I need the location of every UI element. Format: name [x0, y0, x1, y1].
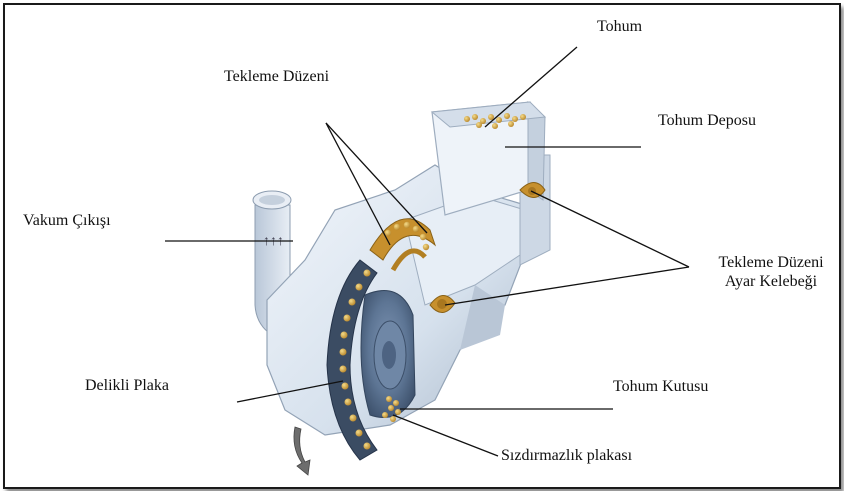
label-tohum: Tohum	[597, 17, 642, 36]
diagram-frame: ↑↑↑	[3, 3, 841, 489]
label-tohum-deposu: Tohum Deposu	[658, 111, 756, 130]
label-ayar-kelebegi: Tekleme Düzeni Ayar Kelebeği	[706, 253, 836, 291]
label-vakum-cikisi: Vakum Çıkışı	[23, 211, 111, 230]
label-ayar-kelebegi-line1: Tekleme Düzeni	[706, 253, 836, 272]
seed-meter-illustration: ↑↑↑	[5, 5, 839, 487]
label-tohum-kutusu: Tohum Kutusu	[613, 377, 708, 396]
label-delikli-plaka: Delikli Plaka	[85, 376, 169, 395]
rotation-arrow	[294, 427, 310, 475]
label-ayar-kelebegi-line2: Ayar Kelebeği	[706, 272, 836, 291]
label-sizdirmazlik-plakasi: Sızdırmazlık plakası	[501, 446, 632, 465]
label-tekleme-duzeni: Tekleme Düzeni	[224, 67, 329, 86]
